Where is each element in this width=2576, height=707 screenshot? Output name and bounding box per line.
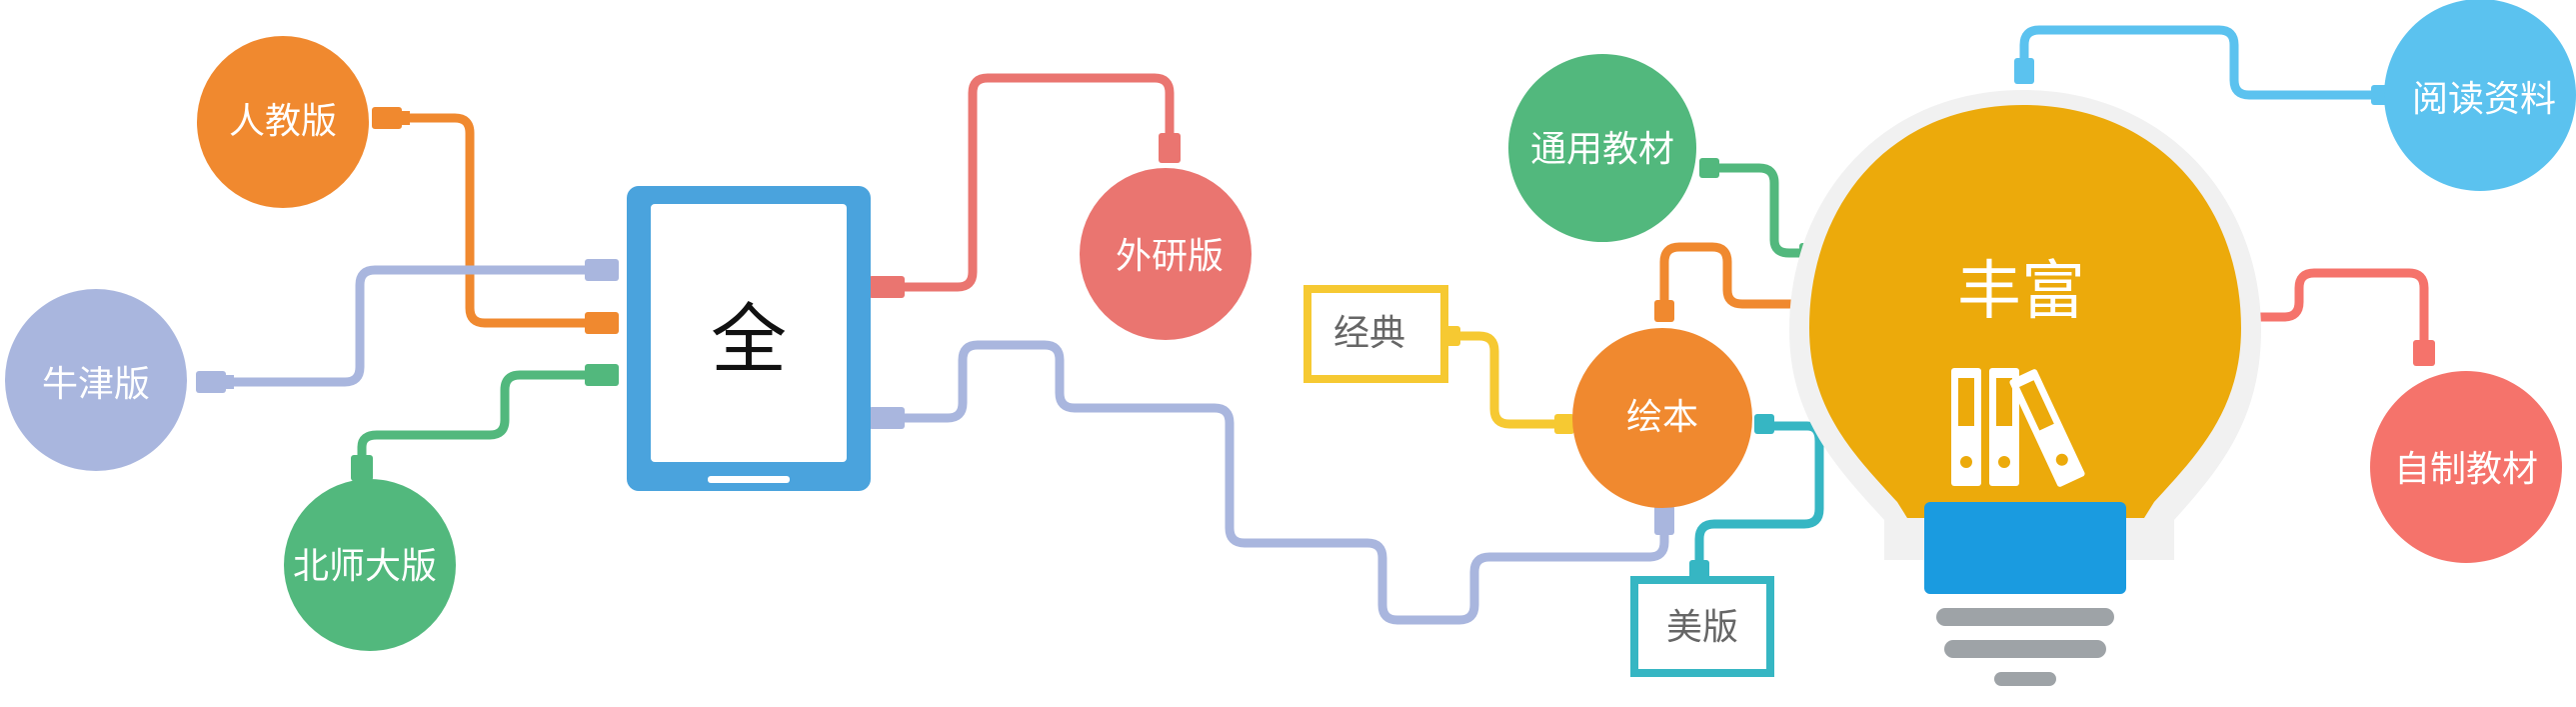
label-waiyan: 外研版 xyxy=(1115,236,1225,277)
label-zizhi: 自制教材 xyxy=(2393,449,2539,490)
tablet-label: 全 xyxy=(711,295,787,384)
cable-beishida xyxy=(357,370,590,467)
node-jingdian xyxy=(1303,285,1448,383)
label-meiban: 美版 xyxy=(1665,607,1739,648)
cable-tablet-huiben xyxy=(900,340,1669,625)
label-renjiao: 人教版 xyxy=(228,101,338,142)
label-tongyong: 通用教材 xyxy=(1529,129,1675,170)
cable-huiben-bulb xyxy=(1659,242,1814,320)
binders-icon xyxy=(1951,368,2085,487)
label-beishida: 北师大版 xyxy=(292,546,438,587)
lightbulb xyxy=(1789,90,2261,686)
cable-tongyong xyxy=(1702,163,1814,258)
cable-jingdian xyxy=(1446,331,1572,429)
label-niujin: 牛津版 xyxy=(41,364,151,405)
cable-zizhi xyxy=(2234,268,2429,350)
node-yuedu xyxy=(2384,0,2576,191)
node-huiben xyxy=(1572,328,1752,508)
node-zizhi xyxy=(2370,371,2562,563)
cable-waiyan xyxy=(900,73,1175,292)
cable-niujin xyxy=(213,265,590,387)
cable-renjiao xyxy=(390,113,590,328)
node-beishida xyxy=(284,479,456,651)
label-jingdian: 经典 xyxy=(1332,313,1406,354)
node-meiban xyxy=(1630,576,1774,677)
tablet-device xyxy=(627,186,871,491)
cable-yuedu xyxy=(2019,25,2389,100)
bulb-label: 丰富 xyxy=(1957,255,2085,329)
node-niujin xyxy=(5,289,187,471)
node-renjiao xyxy=(197,36,369,208)
label-huiben: 绘本 xyxy=(1625,397,1699,438)
node-waiyan xyxy=(1080,168,1252,340)
label-yuedu: 阅读资料 xyxy=(2411,79,2557,120)
node-tongyong xyxy=(1508,54,1696,242)
